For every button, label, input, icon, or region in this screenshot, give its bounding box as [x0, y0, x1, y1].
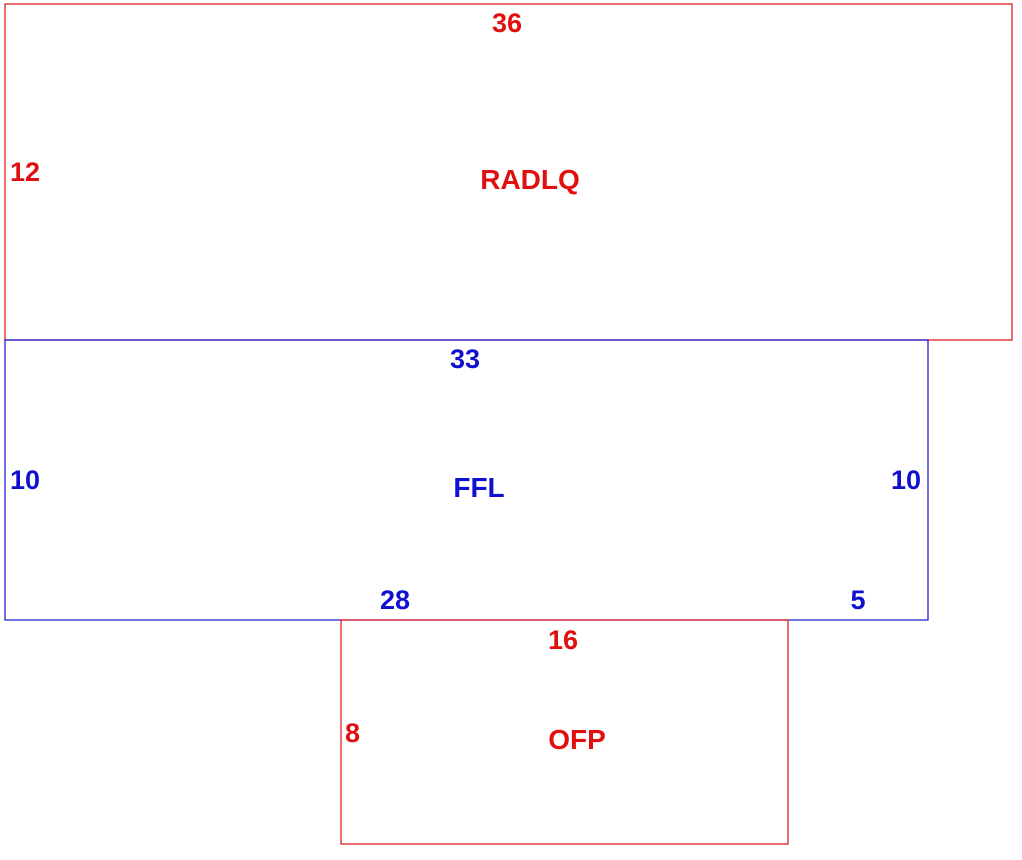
room-ffl-bottom-left-dimension: 28 [380, 585, 410, 615]
room-ffl-left-dimension: 10 [10, 465, 40, 495]
room-ffl: FFL 33 10 10 28 5 [4, 339, 929, 621]
room-radlq-top-dimension: 36 [492, 8, 522, 38]
room-radlq: RADLQ 36 12 [4, 3, 1013, 341]
room-ffl-label: FFL [453, 472, 504, 503]
room-ofp: OFP 16 8 [340, 619, 789, 845]
room-ofp-top-dimension: 16 [548, 625, 578, 655]
room-ffl-bottom-right-dimension: 5 [850, 585, 865, 615]
room-ffl-top-dimension: 33 [450, 344, 480, 374]
room-radlq-left-dimension: 12 [10, 157, 40, 187]
room-radlq-label: RADLQ [480, 164, 580, 195]
room-ofp-left-dimension: 8 [345, 718, 360, 748]
room-ofp-label: OFP [548, 724, 606, 755]
room-ofp-outline [340, 619, 789, 845]
room-ffl-right-dimension: 10 [891, 465, 921, 495]
